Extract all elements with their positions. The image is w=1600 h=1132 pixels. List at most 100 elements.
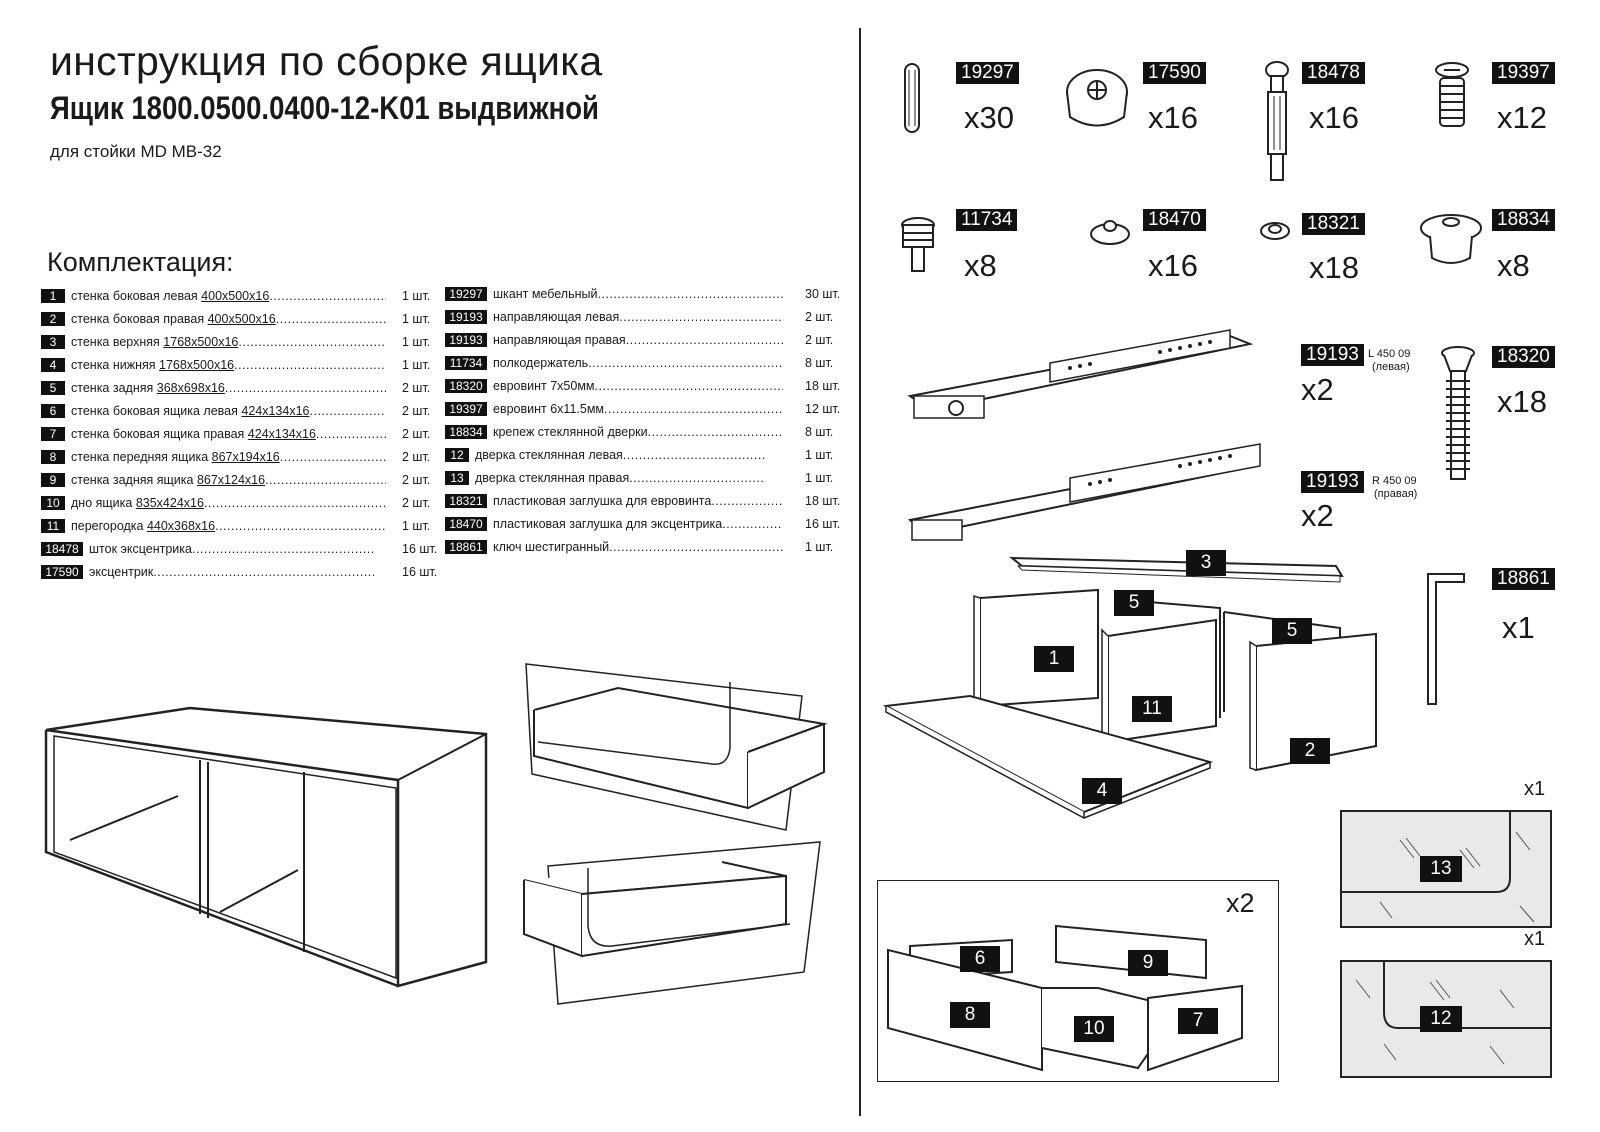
part-number-tag: 18320 — [445, 379, 487, 393]
part-quantity: 18 шт. — [805, 379, 841, 393]
part-number-tag: 13 — [445, 471, 469, 485]
part-number-tag: 18470 — [445, 517, 487, 531]
glass-door-clip-icon — [1420, 214, 1482, 264]
part-quantity: x1 — [1502, 610, 1535, 645]
part-number-tag: 1 — [41, 289, 65, 303]
part-size: 867x124x16 — [196, 473, 266, 487]
part-code: 19397 — [1492, 62, 1555, 84]
part-description: дверка стеклянная правая — [475, 471, 630, 485]
part-code: 18478 — [1302, 62, 1365, 84]
document-title: инструкция по сборке ящика — [50, 38, 603, 84]
part-quantity: 2 шт. — [805, 310, 834, 324]
exploded-cabinet-diagram — [882, 556, 1377, 820]
part-size: 835x424x16 — [135, 496, 204, 510]
part-description: стенка боковая ящика левая — [71, 404, 242, 418]
part-description: шкант мебельный — [493, 287, 598, 301]
cam-bolt-icon — [1265, 61, 1289, 181]
drawer-closed-diagram — [525, 663, 828, 831]
part-number-tag: 11734 — [445, 356, 487, 370]
dowel-icon — [904, 63, 920, 133]
part-number-tag: 17590 — [41, 565, 83, 579]
part-description: эксцентрик — [89, 565, 154, 579]
part-quantity: x18 — [1497, 384, 1547, 419]
part-quantity: x2 — [1301, 372, 1334, 407]
part-size: 368x698x16 — [156, 381, 225, 395]
part-number-tag: 5 — [41, 381, 65, 395]
part-label: 13 — [1420, 856, 1462, 882]
part-quantity: x8 — [964, 248, 997, 283]
part-description: полкодержатель — [493, 356, 589, 370]
part-quantity: 1 шт. — [805, 448, 834, 462]
part-number-tag: 6 — [41, 404, 65, 418]
part-number-tag: 4 — [41, 358, 65, 372]
part-description: ключ шестигранный — [493, 540, 610, 554]
part-quantity: 2 шт. — [402, 496, 431, 510]
part-number-tag: 19193 — [445, 310, 487, 324]
part-label: 8 — [950, 1002, 990, 1028]
part-description: направляющая левая — [493, 310, 620, 324]
part-description: перегородка — [71, 519, 147, 533]
part-description: стенка боковая левая — [71, 289, 202, 303]
part-description: евровинт 6x11.5мм — [493, 402, 605, 416]
part-description: дно ящика — [71, 496, 136, 510]
part-description: стенка задняя ящика — [71, 473, 197, 487]
part-label: 7 — [1178, 1008, 1218, 1034]
part-code: 18321 — [1302, 213, 1365, 235]
part-quantity: 2 шт. — [402, 404, 431, 418]
cam-cap-icon — [1090, 220, 1130, 245]
part-number-tag: 8 — [41, 450, 65, 464]
part-label: 9 — [1128, 950, 1168, 976]
rail-side: (правая) — [1374, 488, 1418, 500]
part-code: 18861 — [1492, 568, 1555, 590]
part-number-tag: 12 — [445, 448, 469, 462]
drawer-open-diagram — [523, 841, 821, 1005]
euro-screw-icon — [1435, 62, 1469, 127]
part-description: стенка боковая ящика правая — [71, 427, 248, 441]
part-quantity: 1 шт. — [805, 540, 834, 554]
part-size: 424x134x16 — [247, 427, 316, 441]
part-quantity: 16 шт. — [402, 565, 438, 579]
part-code: 18470 — [1143, 209, 1206, 231]
part-quantity: 1 шт. — [805, 471, 834, 485]
part-quantity: 1 шт. — [402, 519, 431, 533]
part-number-tag: 7 — [41, 427, 65, 441]
part-size: 867x194x16 — [211, 450, 280, 464]
part-quantity: 30 шт. — [805, 287, 841, 301]
part-label: 2 — [1290, 738, 1330, 764]
part-description: стенка задняя — [71, 381, 157, 395]
part-code: 19193 — [1301, 344, 1364, 366]
part-description: крепеж стеклянной дверки — [493, 425, 648, 439]
part-number-tag: 18321 — [445, 494, 487, 508]
part-description: направляющая правая — [493, 333, 626, 347]
part-quantity: 8 шт. — [805, 356, 834, 370]
part-size: 1768x500x16 — [159, 358, 235, 372]
part-quantity: x30 — [964, 100, 1014, 135]
subtitle: для стойки MD MB-32 — [50, 142, 222, 161]
right-drawer-rail-icon — [907, 443, 1261, 541]
part-description: стенка передняя ящика — [71, 450, 212, 464]
rail-model: L 450 09 — [1368, 348, 1411, 360]
product-name: Ящик 1800.0500.0400-12-K01 выдвижной — [50, 90, 599, 126]
part-quantity: 1 шт. — [402, 358, 431, 372]
part-quantity: 1 шт. — [402, 312, 431, 326]
part-quantity: x18 — [1309, 250, 1359, 285]
assembled-cabinet-diagram — [44, 706, 488, 988]
part-number-tag: 19397 — [445, 402, 487, 416]
part-code: 19193 — [1301, 471, 1364, 493]
part-label: 12 — [1420, 1006, 1462, 1032]
part-description: стенка верхняя — [71, 335, 164, 349]
shelf-support-icon — [901, 217, 935, 272]
